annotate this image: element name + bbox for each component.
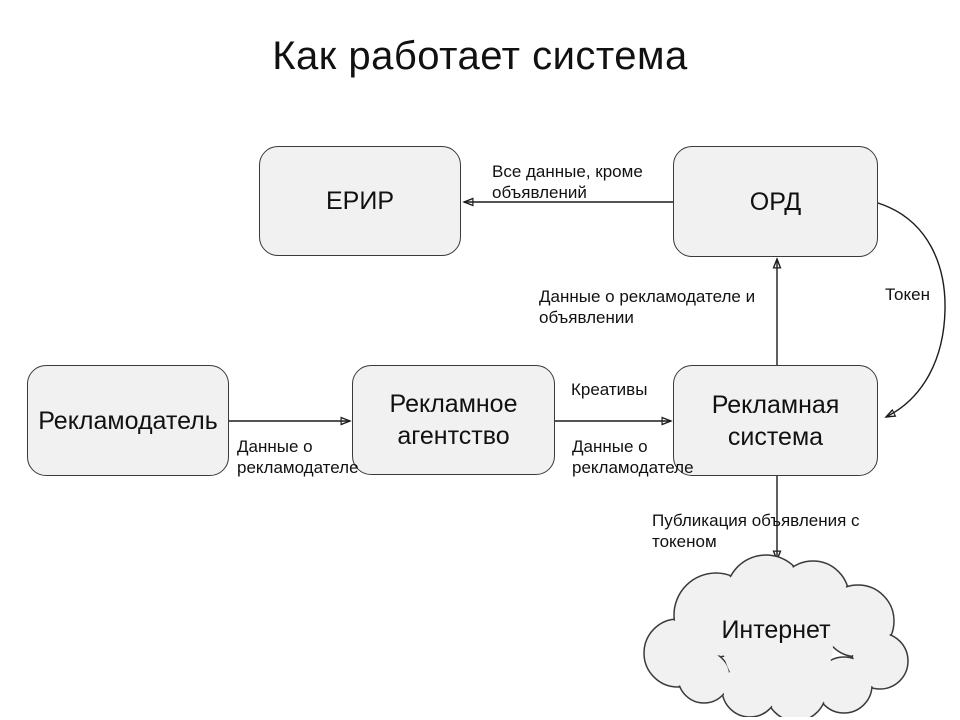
edge-label-creatives: Креативы (571, 380, 648, 399)
node-ord: ОРД (673, 146, 878, 257)
edge-label-token: Токен (885, 285, 930, 304)
node-ad-system: Рекламная система (673, 365, 878, 476)
edge-label-ad-system-to-ord: Данные о рекламодателе и объявлении (539, 287, 756, 327)
edge-label-agency-to-ad-system: Данные о рекламодателе (572, 437, 694, 477)
cloud-icon (643, 554, 909, 717)
page-title: Как работает система (272, 34, 688, 78)
edge-label-publish: Публикация объявления с токеном (652, 511, 860, 551)
edge-label-advertiser-to-agency: Данные о рекламодателе (237, 437, 359, 477)
node-advertiser: Рекламодатель (27, 365, 229, 476)
node-erir: ЕРИР (259, 146, 461, 256)
node-ord-label: ОРД (749, 187, 802, 216)
node-erir-label: ЕРИР (326, 187, 394, 215)
edge-label-ord-to-erir: Все данные, кроме объявлений (492, 162, 643, 202)
node-ad-system-label: Рекламная система (711, 390, 840, 451)
node-internet-label: Интернет (721, 615, 831, 644)
node-agency: Рекламное агентство (352, 365, 555, 475)
node-internet: Интернет (638, 551, 914, 717)
node-advertiser-label: Рекламодатель (38, 406, 218, 435)
arrow-ord-to-ad-system-token-curve (877, 202, 946, 417)
node-agency-label: Рекламное агентство (389, 390, 518, 450)
